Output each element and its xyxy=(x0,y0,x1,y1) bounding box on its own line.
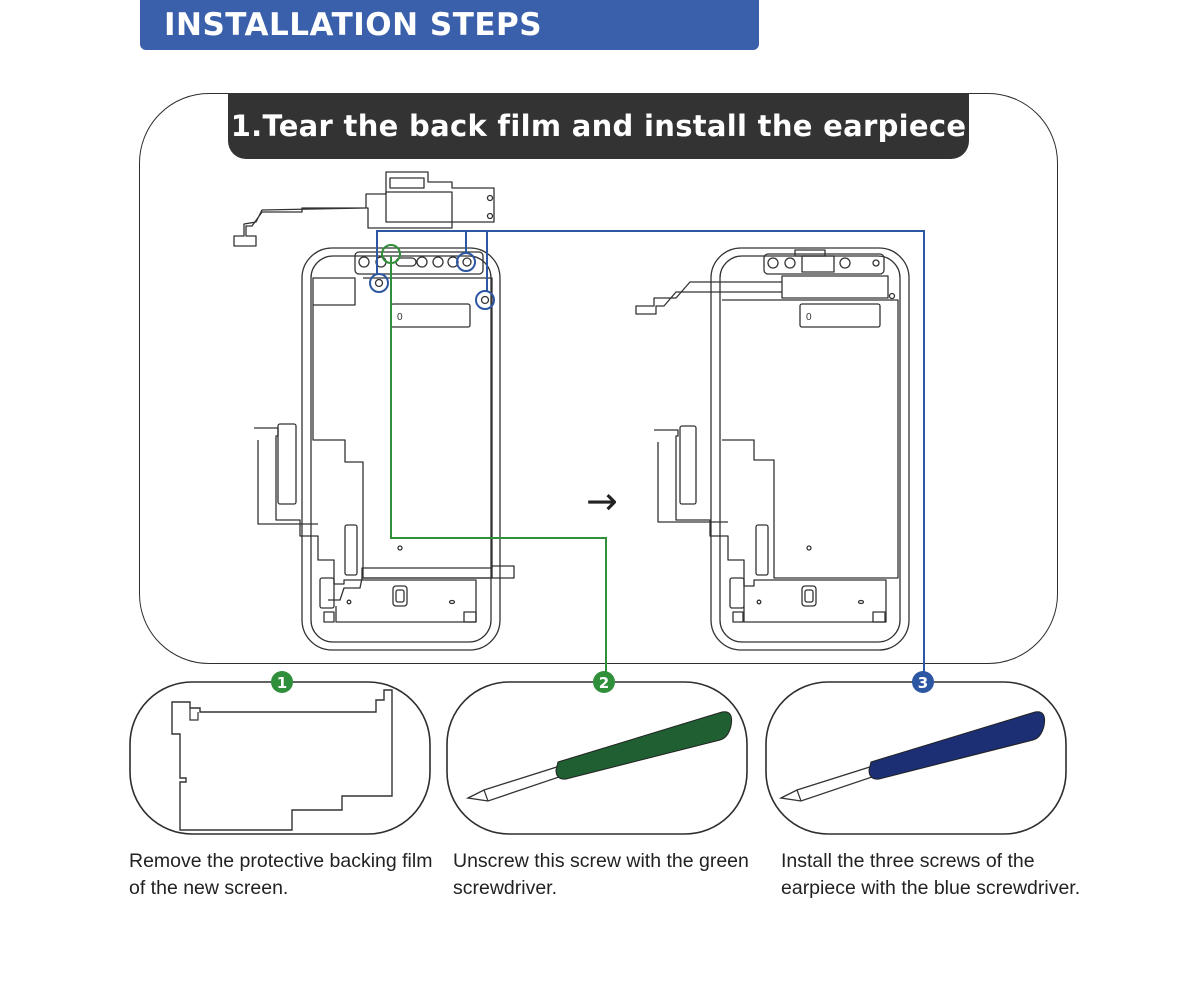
blue-screw-marker-1 xyxy=(369,273,389,293)
green-screwdriver-icon xyxy=(465,711,733,802)
caption-1: Remove the protective backing film of th… xyxy=(129,848,432,902)
label-text-left: 0 xyxy=(397,312,403,323)
caption-3-line-1: Install the three screws of the xyxy=(781,850,1035,872)
caption-1-line-1: Remove the protective backing film xyxy=(129,850,433,872)
step-title: 1.Tear the back film and install the ear… xyxy=(230,109,967,143)
green-leader-line xyxy=(390,256,607,672)
caption-3-line-2: earpiece with the blue screwdriver. xyxy=(781,877,1081,899)
caption-2-line-1: Unscrew this screw with the green xyxy=(453,850,749,872)
backing-film-icon xyxy=(171,689,393,831)
direction-arrow-icon: → xyxy=(586,479,618,523)
step-title-bar: 1.Tear the back film and install the ear… xyxy=(228,93,969,159)
caption-3: Install the three screws of the earpiece… xyxy=(781,848,1080,902)
badge-3-number: 3 xyxy=(918,674,928,692)
header-title: INSTALLATION STEPS xyxy=(164,7,543,43)
badge-1-number: 1 xyxy=(277,674,287,692)
blue-screw-marker-2 xyxy=(456,252,476,272)
phone-left-before: 0 xyxy=(233,171,515,651)
green-screw-marker xyxy=(381,244,401,264)
callout-box-1 xyxy=(129,681,431,835)
blue-leader-line xyxy=(376,230,925,672)
badge-3: 3 xyxy=(912,671,934,693)
blue-screwdriver-icon xyxy=(778,711,1046,802)
leader-lines xyxy=(369,230,925,672)
caption-1-line-2: of the new screen. xyxy=(129,877,289,899)
blue-screw-marker-3 xyxy=(475,290,495,310)
badge-2-number: 2 xyxy=(599,674,609,692)
caption-2-line-2: screwdriver. xyxy=(453,877,558,899)
badge-1: 1 xyxy=(271,671,293,693)
badge-2: 2 xyxy=(593,671,615,693)
label-text-right: 0 xyxy=(806,312,812,323)
installation-steps-header: INSTALLATION STEPS xyxy=(140,0,759,50)
caption-2: Unscrew this screw with the green screwd… xyxy=(453,848,749,902)
phone-right-after: 0 xyxy=(635,247,910,651)
